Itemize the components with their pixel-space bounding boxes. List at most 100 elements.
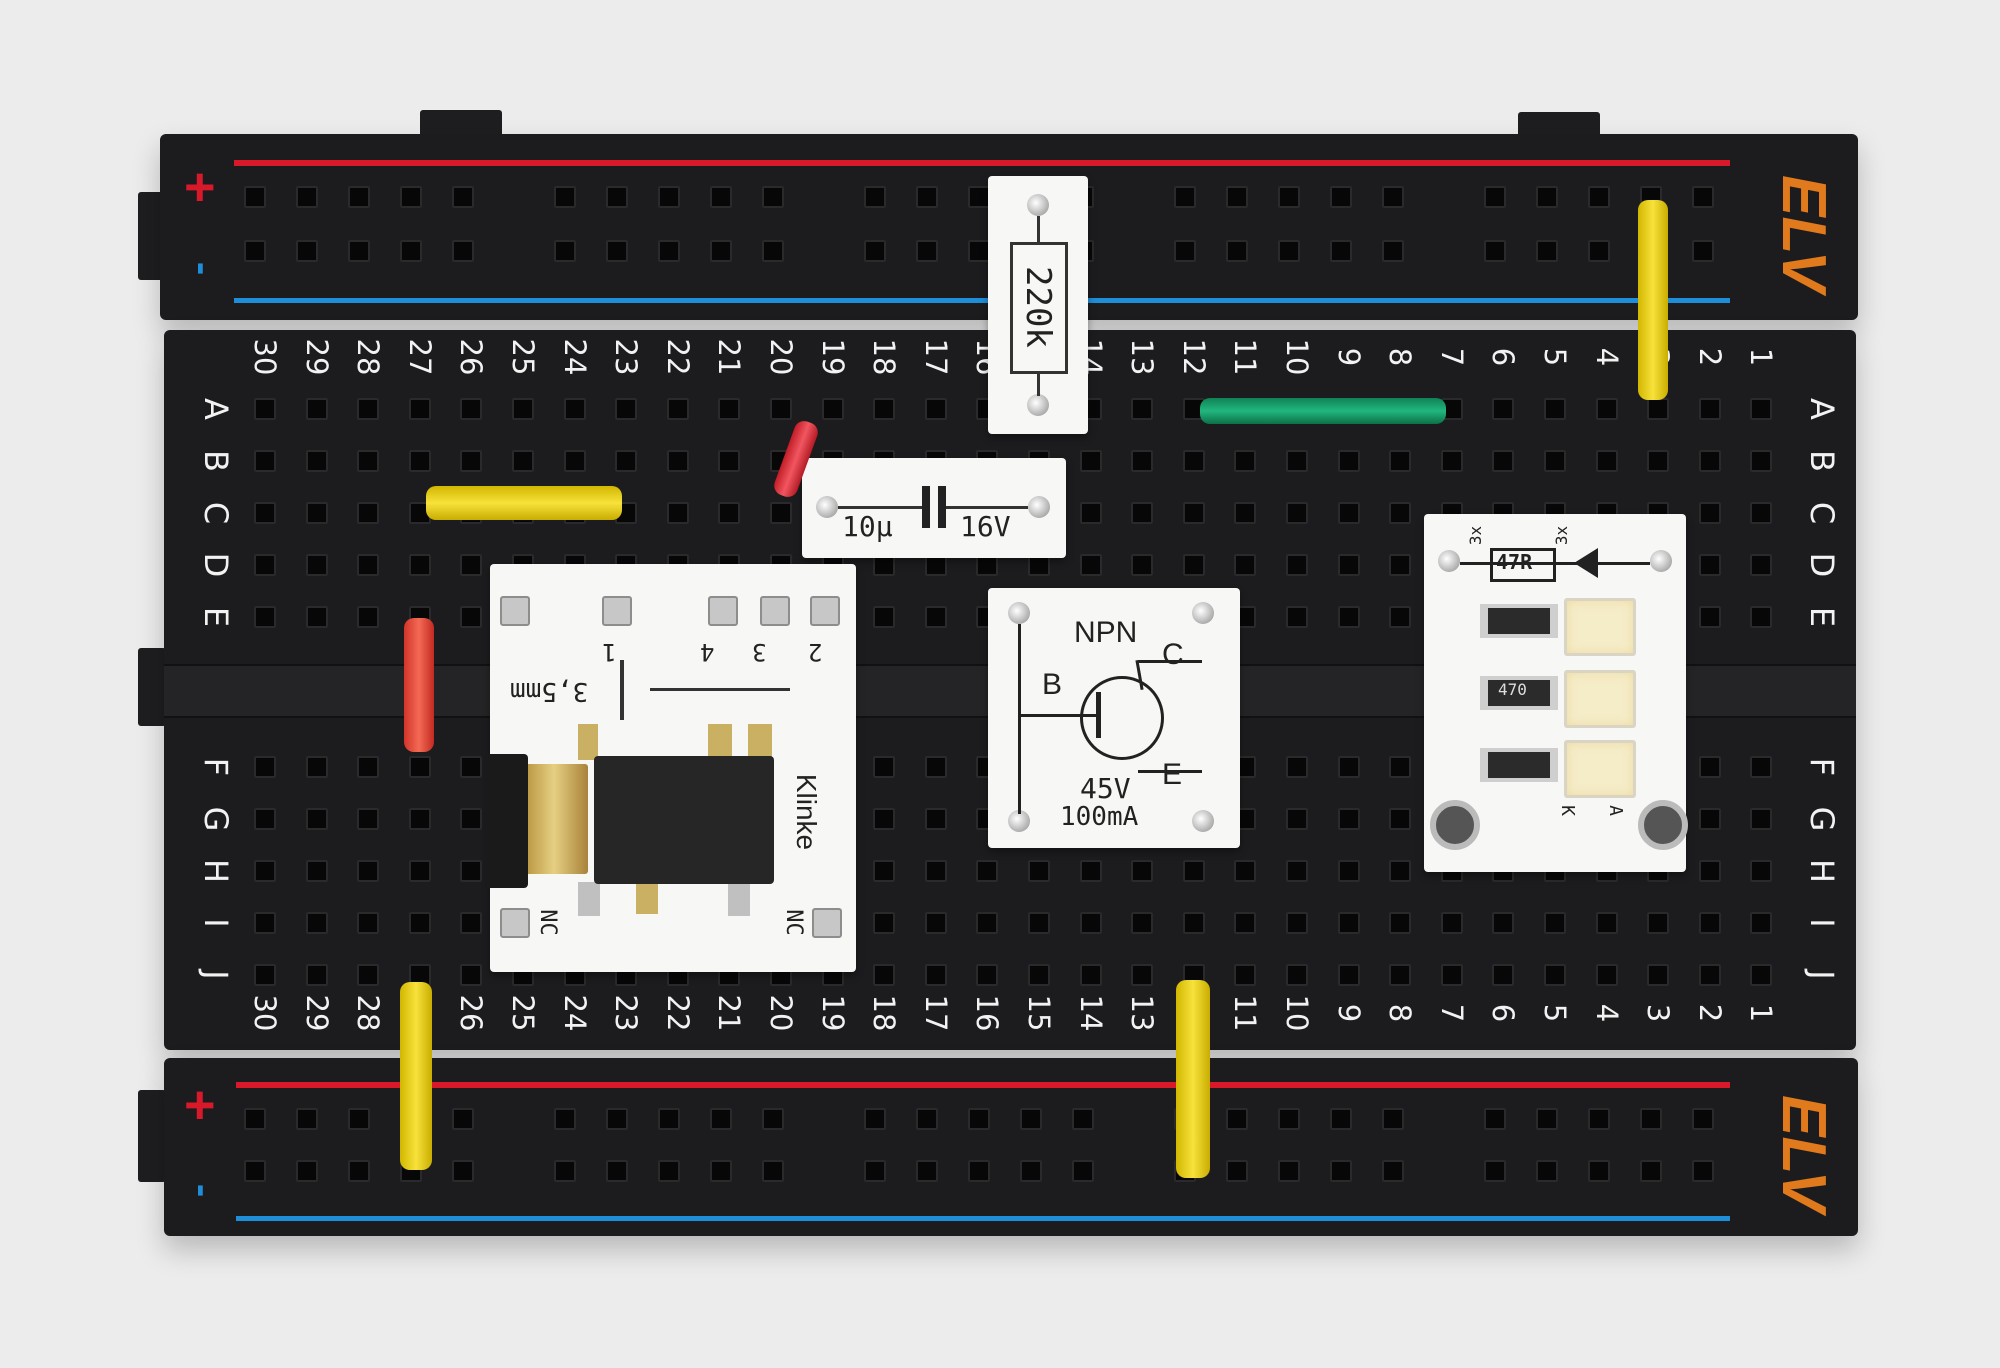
rail-hole[interactable] xyxy=(1382,186,1404,208)
terminal-hole[interactable] xyxy=(1131,964,1154,986)
rail-hole[interactable] xyxy=(1278,1108,1300,1130)
terminal-hole[interactable] xyxy=(1698,502,1721,524)
terminal-hole[interactable] xyxy=(1698,606,1721,628)
terminal-hole[interactable] xyxy=(563,450,586,472)
terminal-hole[interactable] xyxy=(1079,964,1102,986)
audio-jack-module[interactable]: 3,5mm 1 4 3 2 Klinke NC NC xyxy=(484,564,856,972)
terminal-hole[interactable] xyxy=(1286,808,1308,830)
terminal-hole[interactable] xyxy=(357,398,380,420)
terminal-hole[interactable] xyxy=(718,450,741,472)
transistor-module[interactable]: NPN B C E 45V 100mA xyxy=(988,588,1240,848)
rail-hole[interactable] xyxy=(348,1160,370,1182)
terminal-hole[interactable] xyxy=(976,860,999,882)
rail-hole[interactable] xyxy=(1382,1108,1404,1130)
terminal-hole[interactable] xyxy=(924,606,947,628)
rail-hole[interactable] xyxy=(296,1160,318,1182)
terminal-hole[interactable] xyxy=(1337,450,1360,472)
terminal-hole[interactable] xyxy=(1337,860,1360,882)
terminal-hole[interactable] xyxy=(1647,450,1670,472)
terminal-hole[interactable] xyxy=(924,398,947,420)
rail-hole[interactable] xyxy=(1484,1108,1506,1130)
terminal-hole[interactable] xyxy=(1234,450,1257,472)
rail-hole[interactable] xyxy=(1020,1160,1042,1182)
terminal-hole[interactable] xyxy=(821,398,844,420)
terminal-hole[interactable] xyxy=(254,912,276,934)
terminal-hole[interactable] xyxy=(1750,756,1773,778)
terminal-hole[interactable] xyxy=(1389,964,1412,986)
terminal-hole[interactable] xyxy=(512,450,534,472)
rail-hole[interactable] xyxy=(658,1160,680,1182)
terminal-hole[interactable] xyxy=(1234,554,1257,576)
rail-hole[interactable] xyxy=(710,240,732,262)
rail-hole[interactable] xyxy=(1072,1108,1094,1130)
led-module[interactable]: 3x 3x 47R 470 K A xyxy=(1424,514,1688,872)
terminal-hole[interactable] xyxy=(254,554,276,576)
rail-hole[interactable] xyxy=(864,240,886,262)
terminal-hole[interactable] xyxy=(1544,964,1566,986)
terminal-hole[interactable] xyxy=(1028,964,1050,986)
terminal-hole[interactable] xyxy=(1698,554,1721,576)
terminal-hole[interactable] xyxy=(1286,606,1308,628)
rail-hole[interactable] xyxy=(1536,1108,1558,1130)
terminal-hole[interactable] xyxy=(305,860,328,882)
terminal-hole[interactable] xyxy=(1079,912,1102,934)
terminal-hole[interactable] xyxy=(666,502,689,524)
terminal-hole[interactable] xyxy=(1337,912,1360,934)
terminal-hole[interactable] xyxy=(460,860,483,882)
terminal-hole[interactable] xyxy=(1698,808,1721,830)
rail-hole[interactable] xyxy=(296,186,318,208)
terminal-hole[interactable] xyxy=(924,808,947,830)
rail-hole[interactable] xyxy=(916,1108,938,1130)
terminal-hole[interactable] xyxy=(305,606,328,628)
rail-hole[interactable] xyxy=(1278,1160,1300,1182)
rail-hole[interactable] xyxy=(916,186,938,208)
rail-hole[interactable] xyxy=(348,1108,370,1130)
rail-hole[interactable] xyxy=(244,186,266,208)
terminal-hole[interactable] xyxy=(1750,912,1773,934)
terminal-hole[interactable] xyxy=(1750,808,1773,830)
terminal-hole[interactable] xyxy=(1595,964,1618,986)
terminal-hole[interactable] xyxy=(1286,912,1308,934)
rail-hole[interactable] xyxy=(1020,1108,1042,1130)
terminal-hole[interactable] xyxy=(254,964,276,986)
rail-hole[interactable] xyxy=(1072,1160,1094,1182)
terminal-hole[interactable] xyxy=(408,502,431,524)
terminal-hole[interactable] xyxy=(408,912,431,934)
terminal-hole[interactable] xyxy=(976,964,999,986)
terminal-hole[interactable] xyxy=(1595,450,1618,472)
terminal-hole[interactable] xyxy=(254,808,276,830)
terminal-hole[interactable] xyxy=(305,756,328,778)
rail-hole[interactable] xyxy=(1484,1160,1506,1182)
rail-hole[interactable] xyxy=(1536,240,1558,262)
terminal-hole[interactable] xyxy=(1079,554,1102,576)
terminal-hole[interactable] xyxy=(873,964,896,986)
terminal-hole[interactable] xyxy=(357,964,380,986)
terminal-hole[interactable] xyxy=(408,808,431,830)
terminal-hole[interactable] xyxy=(1337,606,1360,628)
terminal-hole[interactable] xyxy=(770,502,792,524)
rail-hole[interactable] xyxy=(244,240,266,262)
rail-hole[interactable] xyxy=(606,1108,628,1130)
rail-hole[interactable] xyxy=(1330,1160,1352,1182)
terminal-hole[interactable] xyxy=(924,860,947,882)
terminal-hole[interactable] xyxy=(1595,398,1618,420)
terminal-hole[interactable] xyxy=(254,502,276,524)
rail-hole[interactable] xyxy=(658,186,680,208)
terminal-hole[interactable] xyxy=(305,964,328,986)
terminal-hole[interactable] xyxy=(460,606,483,628)
terminal-hole[interactable] xyxy=(1647,912,1670,934)
rail-hole[interactable] xyxy=(554,1108,576,1130)
rail-hole[interactable] xyxy=(1588,186,1610,208)
rail-hole[interactable] xyxy=(452,240,474,262)
terminal-hole[interactable] xyxy=(357,554,380,576)
terminal-hole[interactable] xyxy=(615,398,638,420)
terminal-hole[interactable] xyxy=(254,860,276,882)
rail-hole[interactable] xyxy=(1226,1160,1248,1182)
terminal-hole[interactable] xyxy=(1389,554,1412,576)
rail-hole[interactable] xyxy=(1174,240,1196,262)
rail-hole[interactable] xyxy=(606,186,628,208)
terminal-hole[interactable] xyxy=(1595,912,1618,934)
terminal-hole[interactable] xyxy=(976,912,999,934)
rail-hole[interactable] xyxy=(968,1108,990,1130)
terminal-hole[interactable] xyxy=(1337,554,1360,576)
